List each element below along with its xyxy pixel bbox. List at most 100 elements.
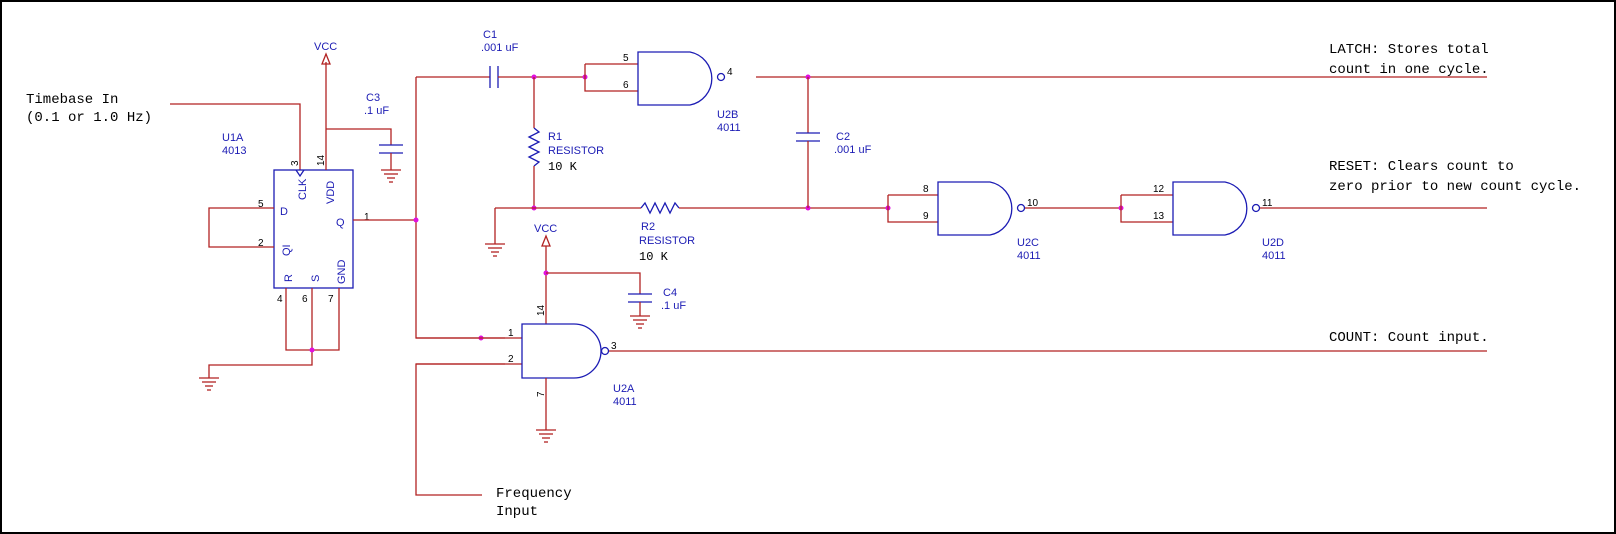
u2a-part: 4011 [613, 396, 637, 408]
u2b-input-wire [584, 63, 638, 92]
u2d-part: 4011 [1262, 250, 1286, 262]
u2c-part: 4011 [1017, 250, 1041, 262]
clock-edge-icon [295, 169, 305, 178]
u2d-pin-number: 11 [1262, 198, 1273, 209]
u1a-flipflop: U1A 4013 CLK VDD D QI Q R S GND 3 14 5 2… [222, 132, 370, 305]
u2c-pin-number: 10 [1027, 198, 1039, 209]
u1a-pin-s-name: S [310, 275, 322, 282]
frequency-input-wire [415, 363, 505, 496]
c2-ref: C2 [836, 131, 850, 143]
u1a-pin-clk-name: CLK [297, 178, 309, 200]
c4-value: .1 uF [661, 300, 686, 312]
r1-value: 10 K [548, 160, 578, 174]
latch-note-line1: LATCH: Stores total [1329, 42, 1489, 58]
u1a-pin-qi-name: QI [281, 244, 293, 256]
u1a-pin-q-name: Q [336, 217, 345, 229]
vcc2-symbol: VCC [534, 223, 557, 247]
junction-dot [309, 347, 315, 353]
u2b-part: 4011 [717, 122, 741, 134]
ground-icon [199, 377, 219, 391]
u1a-pin-vdd-name: VDD [325, 181, 337, 204]
u2a-pin-number: 14 [536, 304, 547, 316]
u2d-input-wire [1120, 194, 1173, 223]
r2-type: RESISTOR [639, 235, 695, 247]
count-note: COUNT: Count input. [1329, 330, 1489, 346]
u1a-pin-r-name: R [283, 274, 295, 282]
u2d-inverter-bubble [1251, 203, 1261, 213]
latch-note: LATCH: Stores total count in one cycle. [1329, 42, 1489, 78]
u2b-pin-number: 6 [623, 80, 629, 91]
u2c-nand-gate: 8 9 10 U2C 4011 [923, 181, 1041, 262]
vcc1-label: VCC [314, 41, 337, 53]
r1-resistor: R1 RESISTOR 10 K [527, 127, 604, 174]
r2-value: 10 K [639, 250, 669, 264]
frequency-note-line1: Frequency [496, 486, 572, 502]
u2a-pin-number: 7 [536, 391, 547, 397]
u1a-pin-d-name: D [280, 206, 288, 218]
u2c-ref: U2C [1017, 237, 1039, 249]
u2a-pin-number: 1 [508, 328, 514, 339]
reset-note: RESET: Clears count to zero prior to new… [1329, 159, 1581, 195]
u1a-ground-wire [208, 350, 313, 378]
u2c-pin-number: 8 [923, 184, 929, 195]
u2d-pin-number: 13 [1153, 211, 1165, 222]
u2b-nand-gate: 5 6 4 U2B 4011 [623, 51, 741, 134]
u1a-pin-number: 4 [277, 294, 283, 305]
u2b-pin-number: 5 [623, 53, 629, 64]
junction-dot [413, 217, 419, 223]
ground-icon [485, 243, 505, 257]
timebase-wire [170, 103, 301, 170]
u1a-pin-number: 6 [302, 294, 308, 305]
u1a-pin-number: 14 [316, 154, 327, 166]
c3-ref: C3 [366, 92, 380, 104]
ground-icon [381, 169, 401, 183]
u2c-inverter-bubble [1016, 203, 1026, 213]
u2d-ref: U2D [1262, 237, 1284, 249]
ground-icon [536, 429, 556, 443]
frequency-note-line2: Input [496, 504, 538, 520]
u1a-part: 4013 [222, 145, 246, 157]
r1-ref: R1 [548, 131, 562, 143]
u2b-inverter-bubble [716, 72, 726, 82]
r2-body [640, 201, 680, 215]
q-bus-wire [415, 77, 505, 339]
u1a-pin-number: 7 [328, 294, 334, 305]
u2b-pin-number: 4 [727, 67, 733, 78]
rc-ground-wire [494, 207, 534, 244]
c4-capacitor: C4 .1 uF [628, 287, 686, 312]
c1-ref: C1 [483, 29, 497, 41]
c3-value: .1 uF [364, 105, 389, 117]
latch-note-line2: count in one cycle. [1329, 62, 1489, 78]
frequency-note: Frequency Input [496, 486, 572, 520]
vcc2-label: VCC [534, 223, 557, 235]
u2c-pin-number: 9 [923, 211, 929, 222]
c1-value: .001 uF [481, 42, 519, 54]
u2b-ref: U2B [717, 109, 738, 121]
vcc1-symbol: VCC [314, 41, 337, 65]
u2a-inverter-bubble [600, 346, 610, 356]
u2b-body [637, 51, 713, 106]
c2-capacitor: C2 .001 uF [796, 131, 872, 156]
u1a-pin-number: 3 [290, 160, 301, 166]
vcc-arrow-icon [541, 234, 551, 247]
u2a-nand-gate: 1 2 3 14 7 U2A 4011 [508, 304, 637, 408]
r2-ref: R2 [641, 221, 655, 233]
u2d-body [1172, 181, 1248, 236]
r1-body [527, 127, 541, 167]
c2-value: .001 uF [834, 144, 872, 156]
u1a-body [273, 169, 354, 289]
r2-resistor: R2 RESISTOR 10 K [639, 201, 695, 264]
r1-type: RESISTOR [548, 145, 604, 157]
c4-top-wire [546, 272, 641, 294]
timebase-note: Timebase In (0.1 or 1.0 Hz) [26, 92, 152, 126]
u2d-pin-number: 12 [1153, 184, 1165, 195]
u1a-pin-gnd-name: GND [336, 260, 348, 285]
reset-note-line2: zero prior to new count cycle. [1329, 179, 1581, 195]
d-qi-feedback-wire [208, 207, 274, 248]
reset-note-line1: RESET: Clears count to [1329, 159, 1514, 175]
c1-capacitor: C1 .001 uF [481, 29, 519, 88]
u1a-pin-number: 1 [364, 212, 370, 223]
u2c-input-wire [887, 194, 938, 223]
